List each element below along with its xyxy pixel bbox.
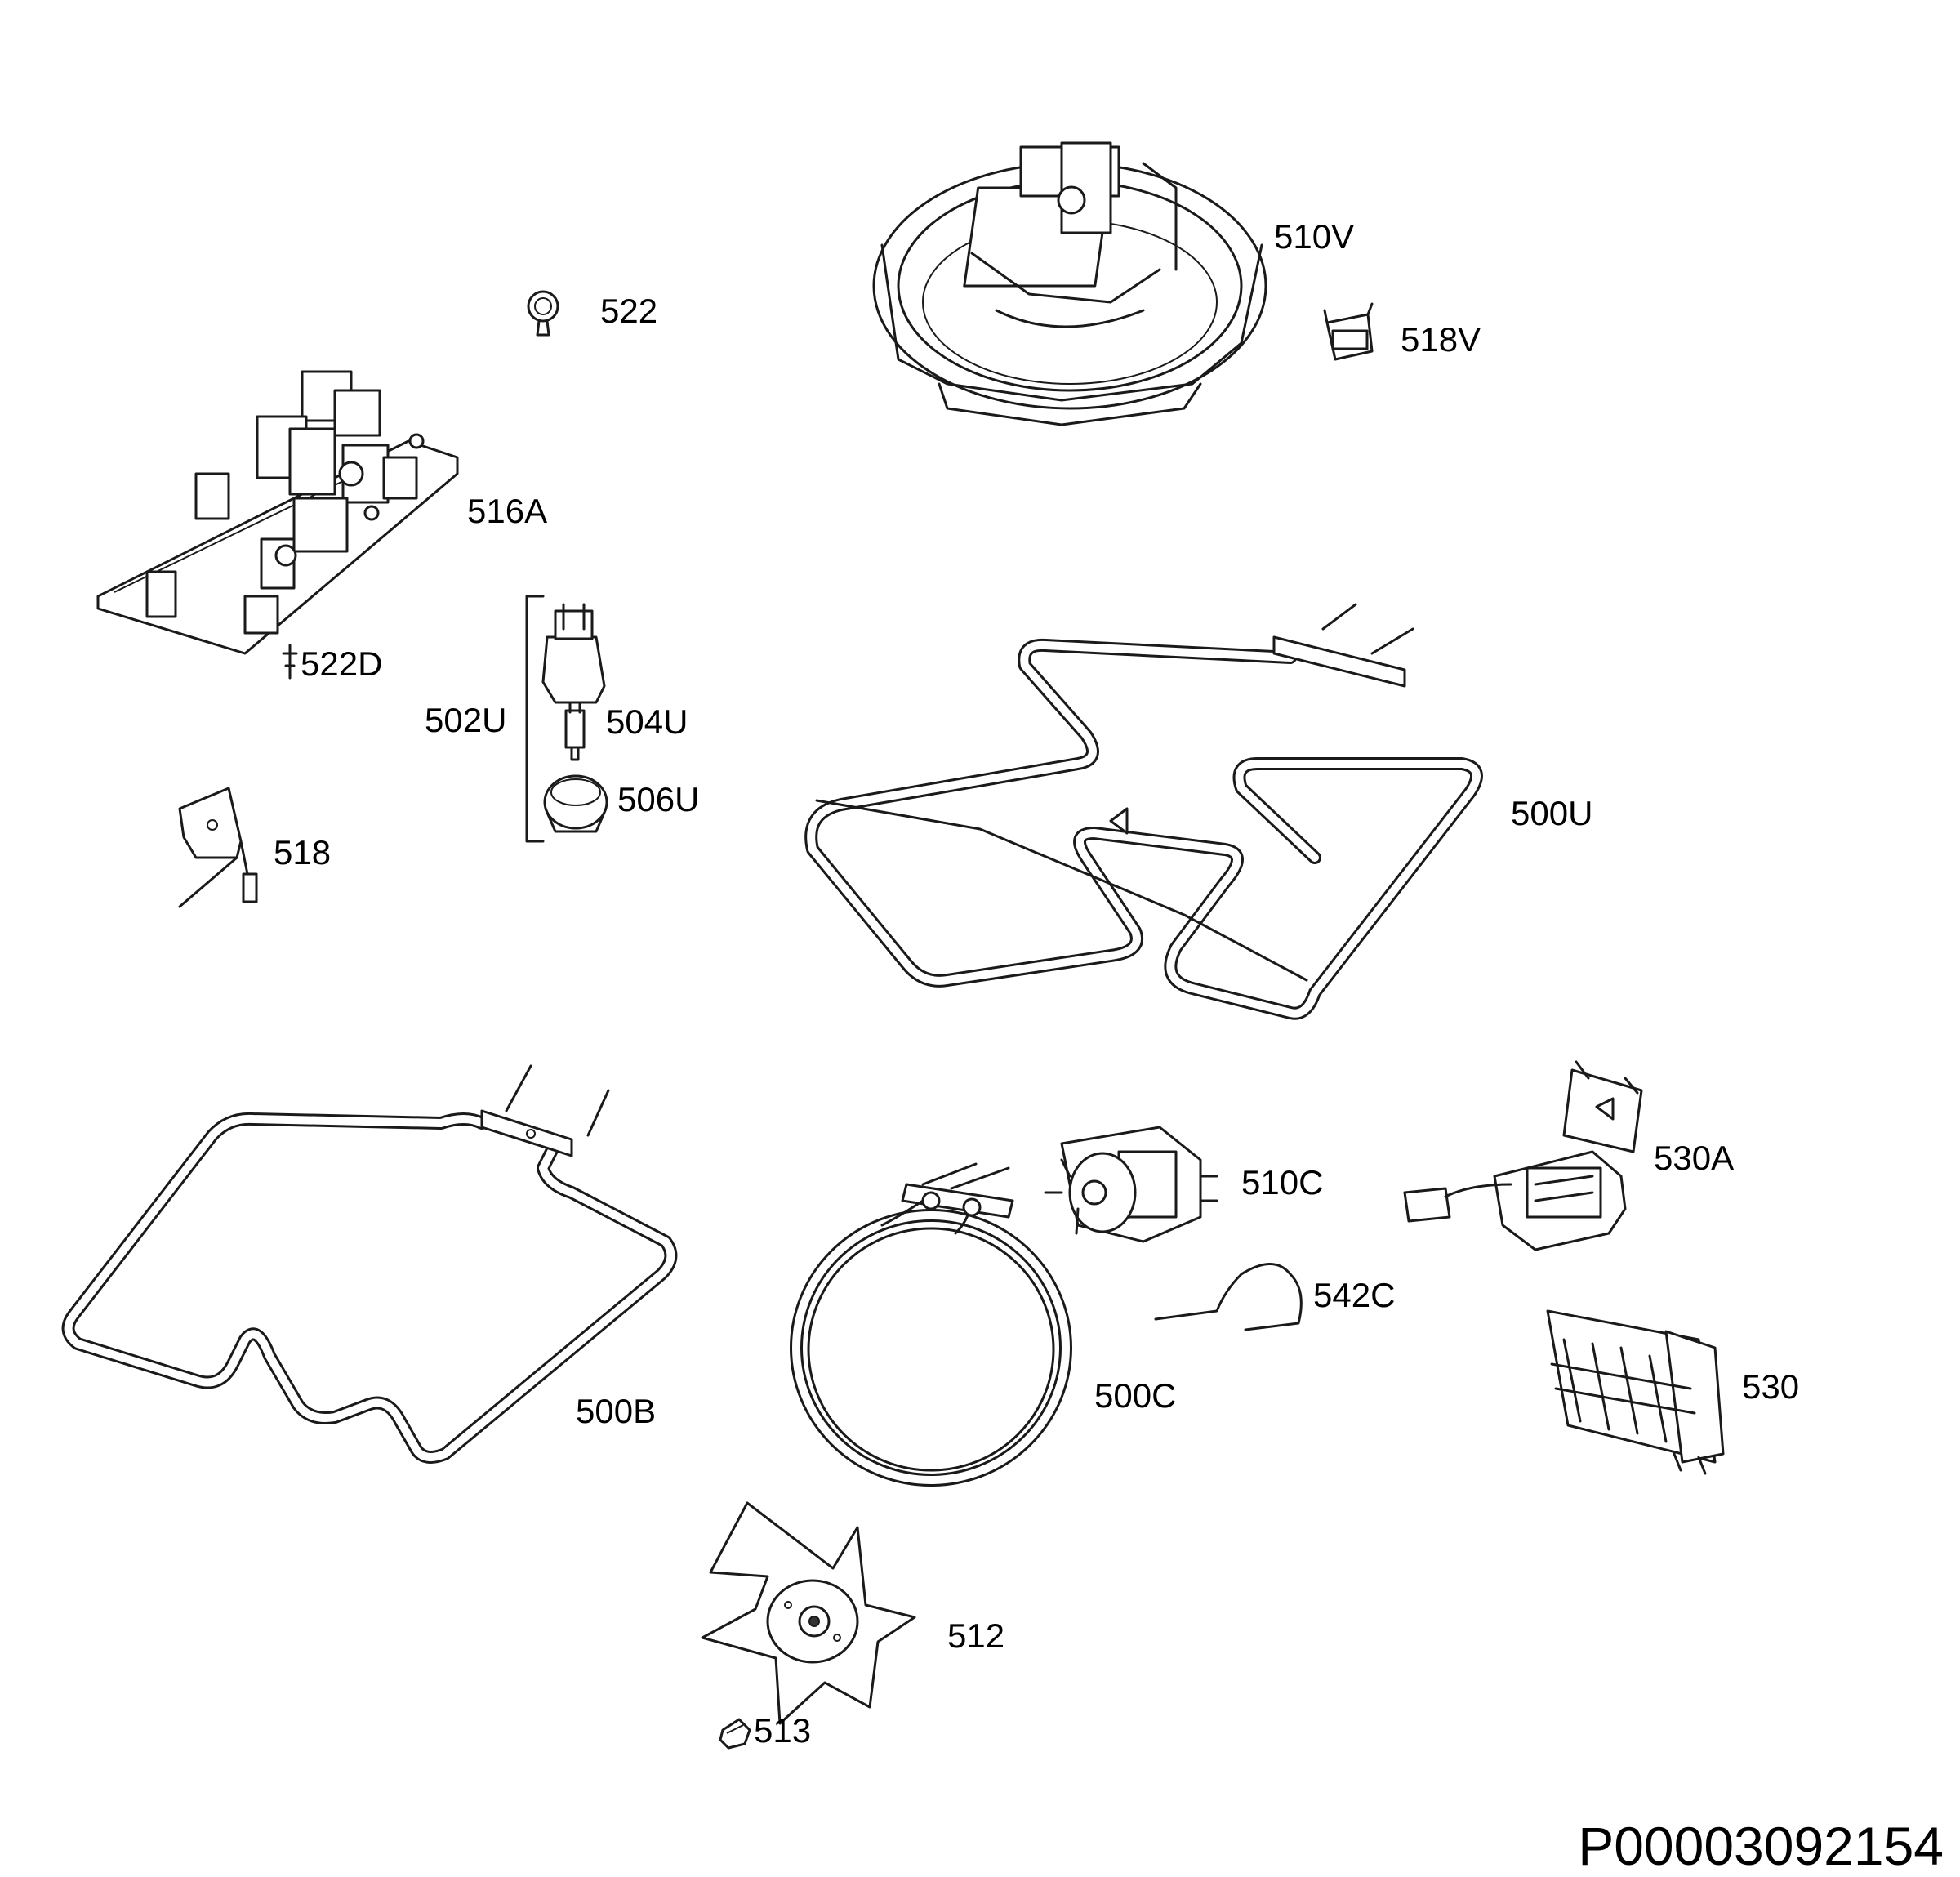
part-512-fan-blade — [701, 1501, 916, 1725]
part-522D-spacer — [282, 644, 298, 680]
part-504U-bulb — [564, 701, 586, 761]
label-518: 518 — [274, 833, 331, 872]
part-500U-top-heating-element — [804, 603, 1483, 1020]
part-518-thermostat — [178, 787, 258, 908]
part-516A-control-board — [96, 370, 459, 655]
label-522: 522 — [600, 292, 657, 330]
label-500U: 500U — [1511, 794, 1592, 832]
part-513-nut — [719, 1718, 751, 1750]
label-500C: 500C — [1094, 1376, 1176, 1415]
part-502U-lamp-group — [525, 595, 606, 843]
part-518V-thermostat — [1323, 302, 1374, 361]
label-522D: 522D — [301, 644, 382, 683]
label-504U: 504U — [606, 702, 688, 741]
label-518V: 518V — [1401, 320, 1481, 359]
part-500B-bottom-heating-element — [61, 1064, 678, 1464]
label-510C: 510C — [1241, 1163, 1323, 1202]
label-513: 513 — [754, 1711, 811, 1750]
label-500B: 500B — [576, 1392, 656, 1430]
part-530-connector-block — [1546, 1309, 1725, 1475]
part-542C-wire-clip — [1154, 1263, 1303, 1331]
label-530: 530 — [1742, 1367, 1799, 1406]
part-500C-circular-heating-element — [790, 1162, 1072, 1487]
label-530A: 530A — [1654, 1139, 1734, 1177]
part-530A-terminal-block — [1403, 1060, 1643, 1251]
part-510V-fan-motor-assembly — [872, 141, 1267, 426]
part-506U-lamp-cover — [543, 774, 608, 833]
label-516A: 516A — [467, 492, 547, 530]
label-502U: 502U — [425, 701, 506, 739]
label-542C: 542C — [1313, 1276, 1395, 1314]
label-510V: 510V — [1274, 217, 1354, 256]
drawing-code: P00003092154 — [1578, 1816, 1944, 1876]
part-510C-fan-motor — [1044, 1126, 1218, 1243]
part-522-clip — [527, 290, 559, 337]
label-512: 512 — [947, 1616, 1004, 1655]
label-506U: 506U — [617, 780, 699, 818]
